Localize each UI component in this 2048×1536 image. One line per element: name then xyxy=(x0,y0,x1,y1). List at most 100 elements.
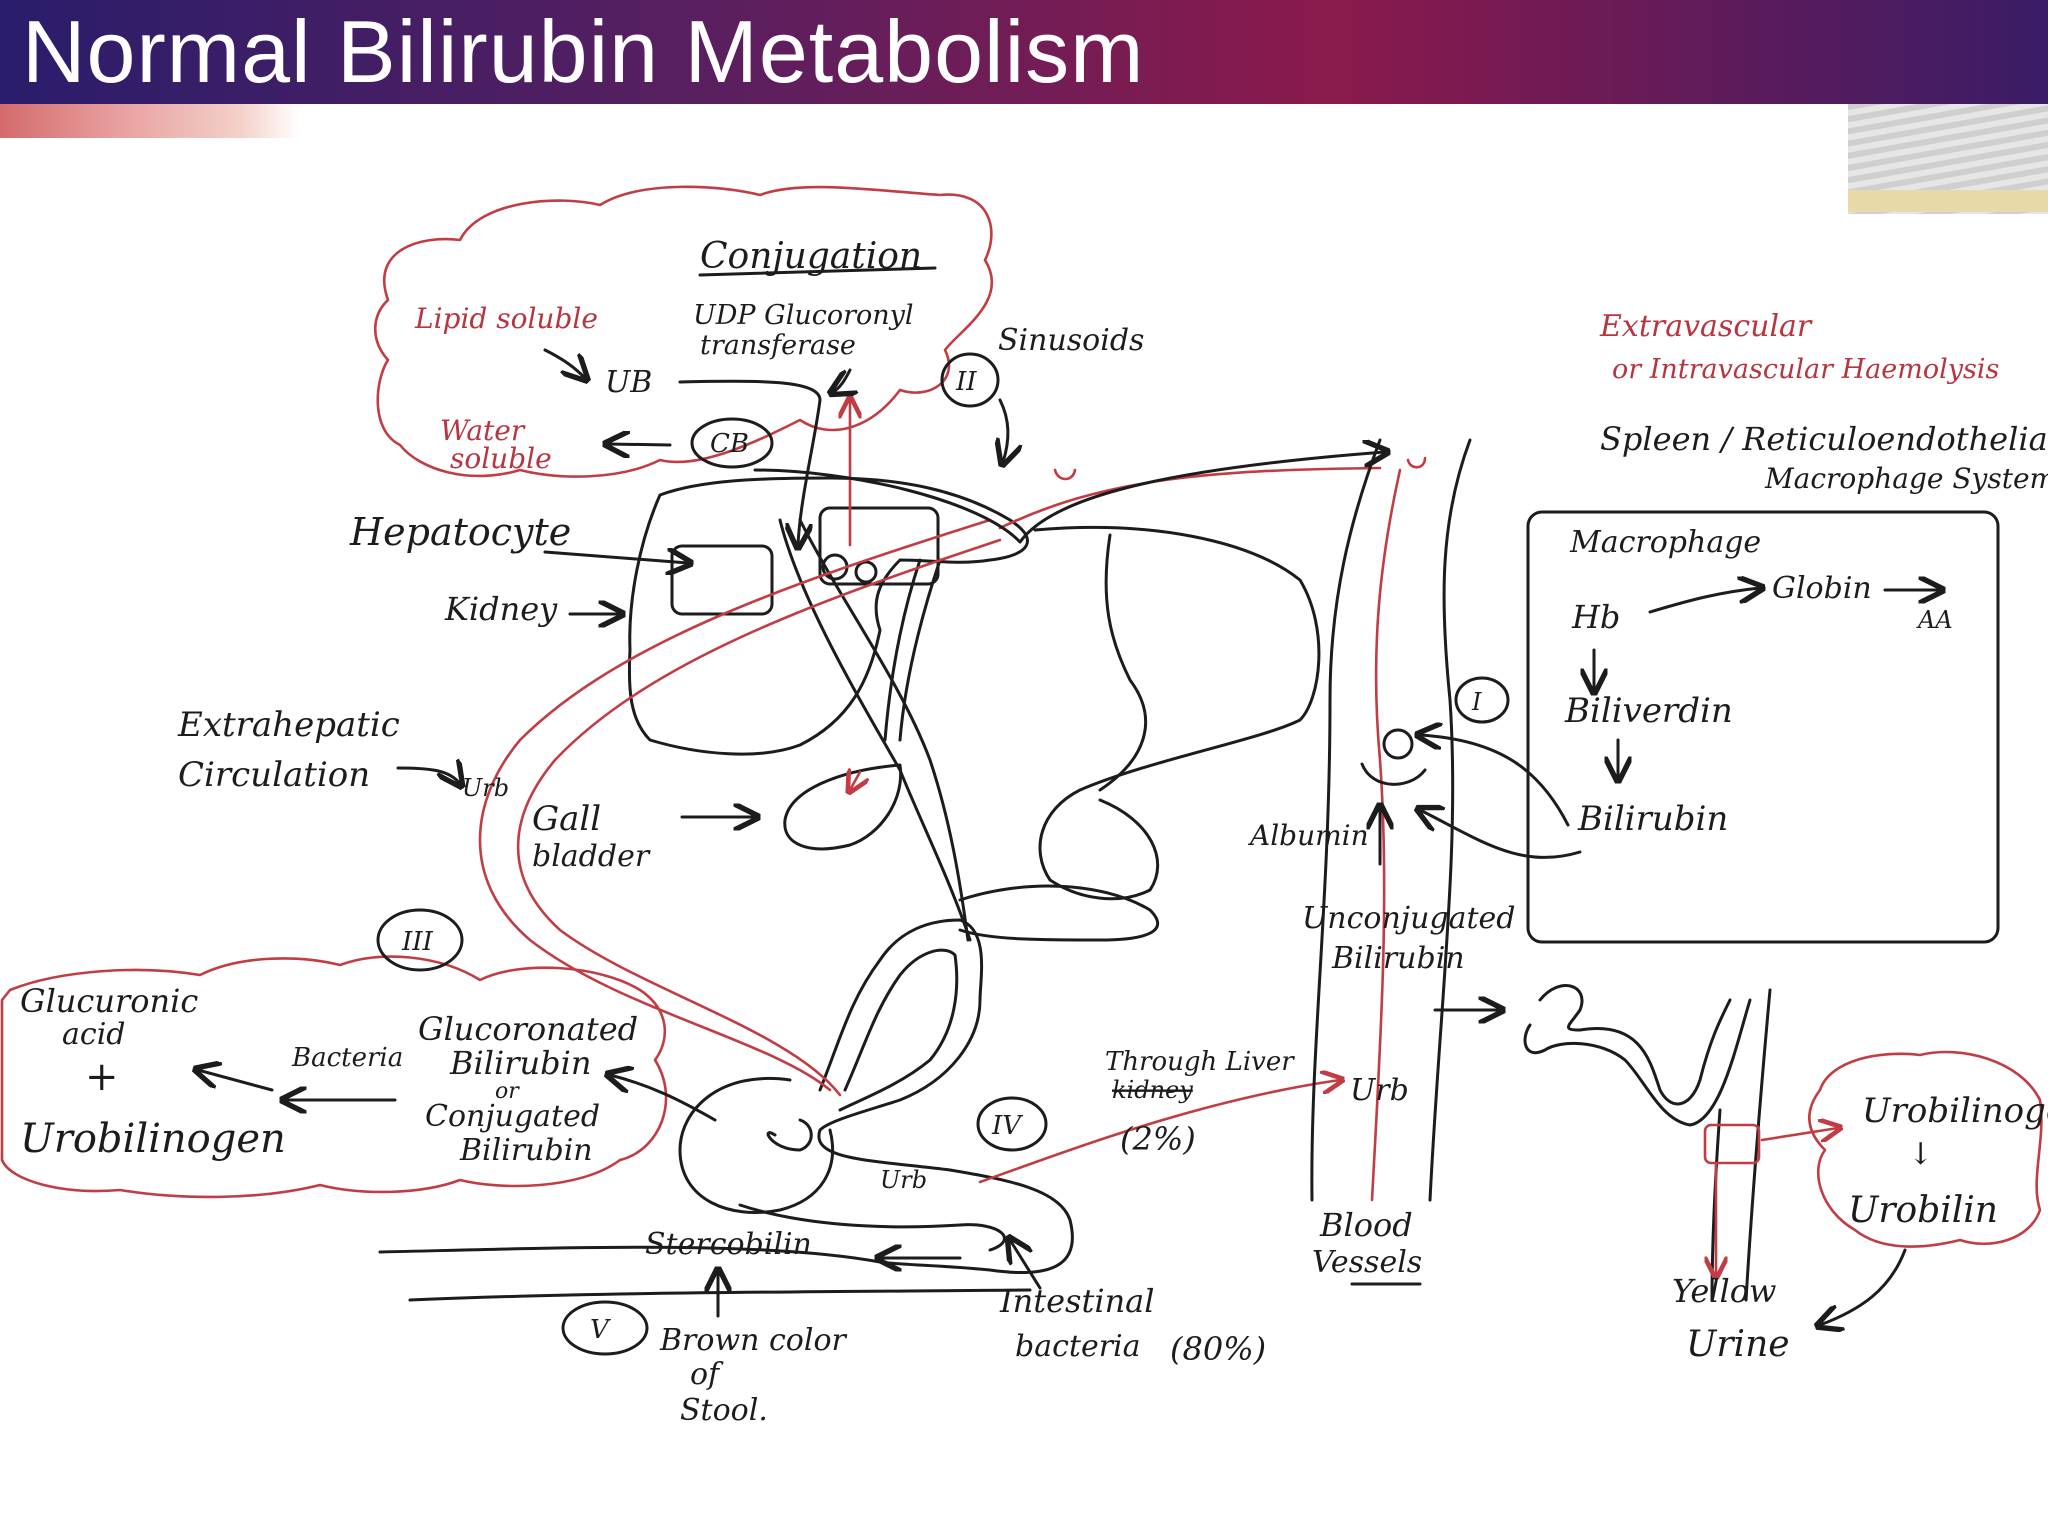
extrahepatic-channel-1 xyxy=(478,518,992,1092)
conjugation-cloud xyxy=(374,185,994,478)
blood-label: Blood xyxy=(1319,1206,1413,1244)
urobilinogen-left-label: Urobilinogen xyxy=(20,1116,286,1162)
gall-bladder-outline xyxy=(783,763,903,851)
hepatocyte-cell xyxy=(670,544,774,616)
stage-1-label: I xyxy=(1471,688,1482,716)
paper-edge-left xyxy=(0,104,300,138)
bilirubin-diagram: Conjugation Lipid soluble UDP Glucoronyl… xyxy=(0,185,2048,1428)
intestine-outer xyxy=(817,918,1074,1275)
stage-3-label: III xyxy=(401,927,434,957)
bilirubin-label: Bilirubin xyxy=(1577,799,1728,839)
transferase-label: transferase xyxy=(700,330,856,361)
sinusoid-arrow xyxy=(1000,398,1008,462)
through-liver-label: Through Liver xyxy=(1105,1047,1295,1077)
unconjugated-label: Unconjugated xyxy=(1302,901,1516,936)
brown-color-label: Brown color xyxy=(659,1323,848,1358)
urobilin-to-urine-arrow xyxy=(1820,1248,1907,1325)
soluble-label: soluble xyxy=(450,442,552,475)
collecting-duct-right xyxy=(1744,988,1772,1302)
pct-2-label: (2%) xyxy=(1120,1120,1196,1158)
right-lobe-outline xyxy=(1033,525,1321,901)
urobilinogen-down-arrow: ↓ xyxy=(1908,1137,1933,1172)
bacteria-label: Bacteria xyxy=(291,1043,403,1073)
through-liver-arrow xyxy=(978,1080,1340,1184)
yellow-label: Yellow xyxy=(1672,1272,1776,1310)
extrahepatic-label: Extrahepatic xyxy=(177,705,400,745)
urine-out-arrow xyxy=(1760,1128,1838,1140)
hepatocyte-arrow xyxy=(543,552,688,563)
urobilin-label: Urobilin xyxy=(1848,1190,1998,1231)
hepatocyte-label: Hepatocyte xyxy=(349,510,571,554)
pct-80-label: (80%) xyxy=(1170,1330,1266,1368)
duodenum-inner xyxy=(766,1118,813,1152)
vessel-mark-1 xyxy=(1406,456,1427,469)
macrophage-box xyxy=(1526,510,2000,944)
nephron xyxy=(1538,984,1732,1106)
acid-label: acid xyxy=(62,1017,126,1052)
bile-duct-d xyxy=(883,558,922,742)
stage-5-label: V xyxy=(590,1315,611,1345)
intestine-inner xyxy=(838,948,959,1112)
macrophage-label: Macrophage xyxy=(1569,525,1761,560)
vessels-label: Vessels xyxy=(1312,1245,1422,1280)
urobilin-cloud xyxy=(1808,1050,2043,1248)
stage-3-circle xyxy=(376,908,464,972)
spleen-label: Spleen / Reticuloendothelial xyxy=(1600,420,2048,458)
colon-upper-line xyxy=(378,1245,882,1264)
pancreas xyxy=(958,884,1160,942)
glucuronic-cloud xyxy=(0,955,668,1199)
kidney-label: Kidney xyxy=(444,590,558,628)
cb-to-sinusoid-arrow xyxy=(753,452,1385,544)
vessel-mark-2 xyxy=(1053,468,1077,481)
stage-2-label: II xyxy=(955,367,977,397)
lipid-ub-arrow xyxy=(543,348,585,378)
glucuronic-label: Glucuronic xyxy=(20,982,198,1020)
urine-label: Urine xyxy=(1686,1324,1790,1365)
intravascular-label: or Intravascular Haemolysis xyxy=(1612,354,1999,385)
stool-label: Stool. xyxy=(680,1393,768,1428)
slide-title: Normal Bilirubin Metabolism xyxy=(22,2,1145,101)
sinusoid-red-top xyxy=(998,466,1382,530)
vessel-red-lumen xyxy=(1370,468,1402,1202)
extrahepatic-channel-2 xyxy=(516,538,1002,1097)
udp-arrow xyxy=(833,368,850,392)
vessel-left-wall xyxy=(1310,438,1382,1202)
urb-gut-label: Urb xyxy=(880,1166,927,1194)
bile-duct-c xyxy=(898,558,942,742)
ub-label: UB xyxy=(605,365,652,400)
plus-label: + xyxy=(85,1054,119,1100)
red-gall-arrow xyxy=(850,772,860,790)
bladder-label: bladder xyxy=(532,839,651,874)
or-label: or xyxy=(495,1079,520,1104)
ub-conj-arrow xyxy=(678,379,822,545)
globin-label: Globin xyxy=(1772,571,1872,606)
biliverdin-label: Biliverdin xyxy=(1564,691,1733,731)
intestinal-bacteria-arrow xyxy=(1010,1240,1042,1290)
sinusoids-label: Sinusoids xyxy=(998,323,1144,358)
kidney-struck-label: kidney xyxy=(1112,1076,1193,1104)
duodenum-to-glucoronated-arrow xyxy=(610,1075,717,1122)
cb-circle xyxy=(690,417,774,469)
extravascular-label: Extravascular xyxy=(1599,309,1813,344)
unconjugated-bilirubin-label: Bilirubin xyxy=(1331,941,1465,976)
bilirubin-to-albumin-arrow-1 xyxy=(1420,735,1570,827)
stage-4-label: IV xyxy=(991,1111,1023,1141)
bile-duct-a xyxy=(778,518,972,942)
stage-4-circle xyxy=(976,1096,1048,1152)
intestinal-bacteria-label: bacteria xyxy=(1015,1329,1141,1364)
udp-label: UDP Glucoronyl xyxy=(693,300,914,331)
bilirubin-to-albumin-arrow-2 xyxy=(1420,810,1582,859)
glucoronated-label: Glucoronated xyxy=(418,1010,638,1048)
extrahepatic-arrow xyxy=(396,768,460,784)
stage-1-circle xyxy=(1454,676,1510,724)
nephron-inner xyxy=(1523,998,1752,1127)
conjugated-label: Conjugated xyxy=(425,1099,600,1134)
circulation-label: Circulation xyxy=(178,755,370,795)
urine-sample-box xyxy=(1703,1123,1761,1165)
aa-label: AA xyxy=(1916,606,1953,634)
albumin-complex xyxy=(1360,762,1427,786)
paper-edge-right-gold xyxy=(1848,190,2048,212)
urb-left-label: Urb xyxy=(462,774,509,802)
bacteria-to-glucuronic-arrow xyxy=(198,1070,274,1092)
water-label: Water xyxy=(440,414,526,447)
